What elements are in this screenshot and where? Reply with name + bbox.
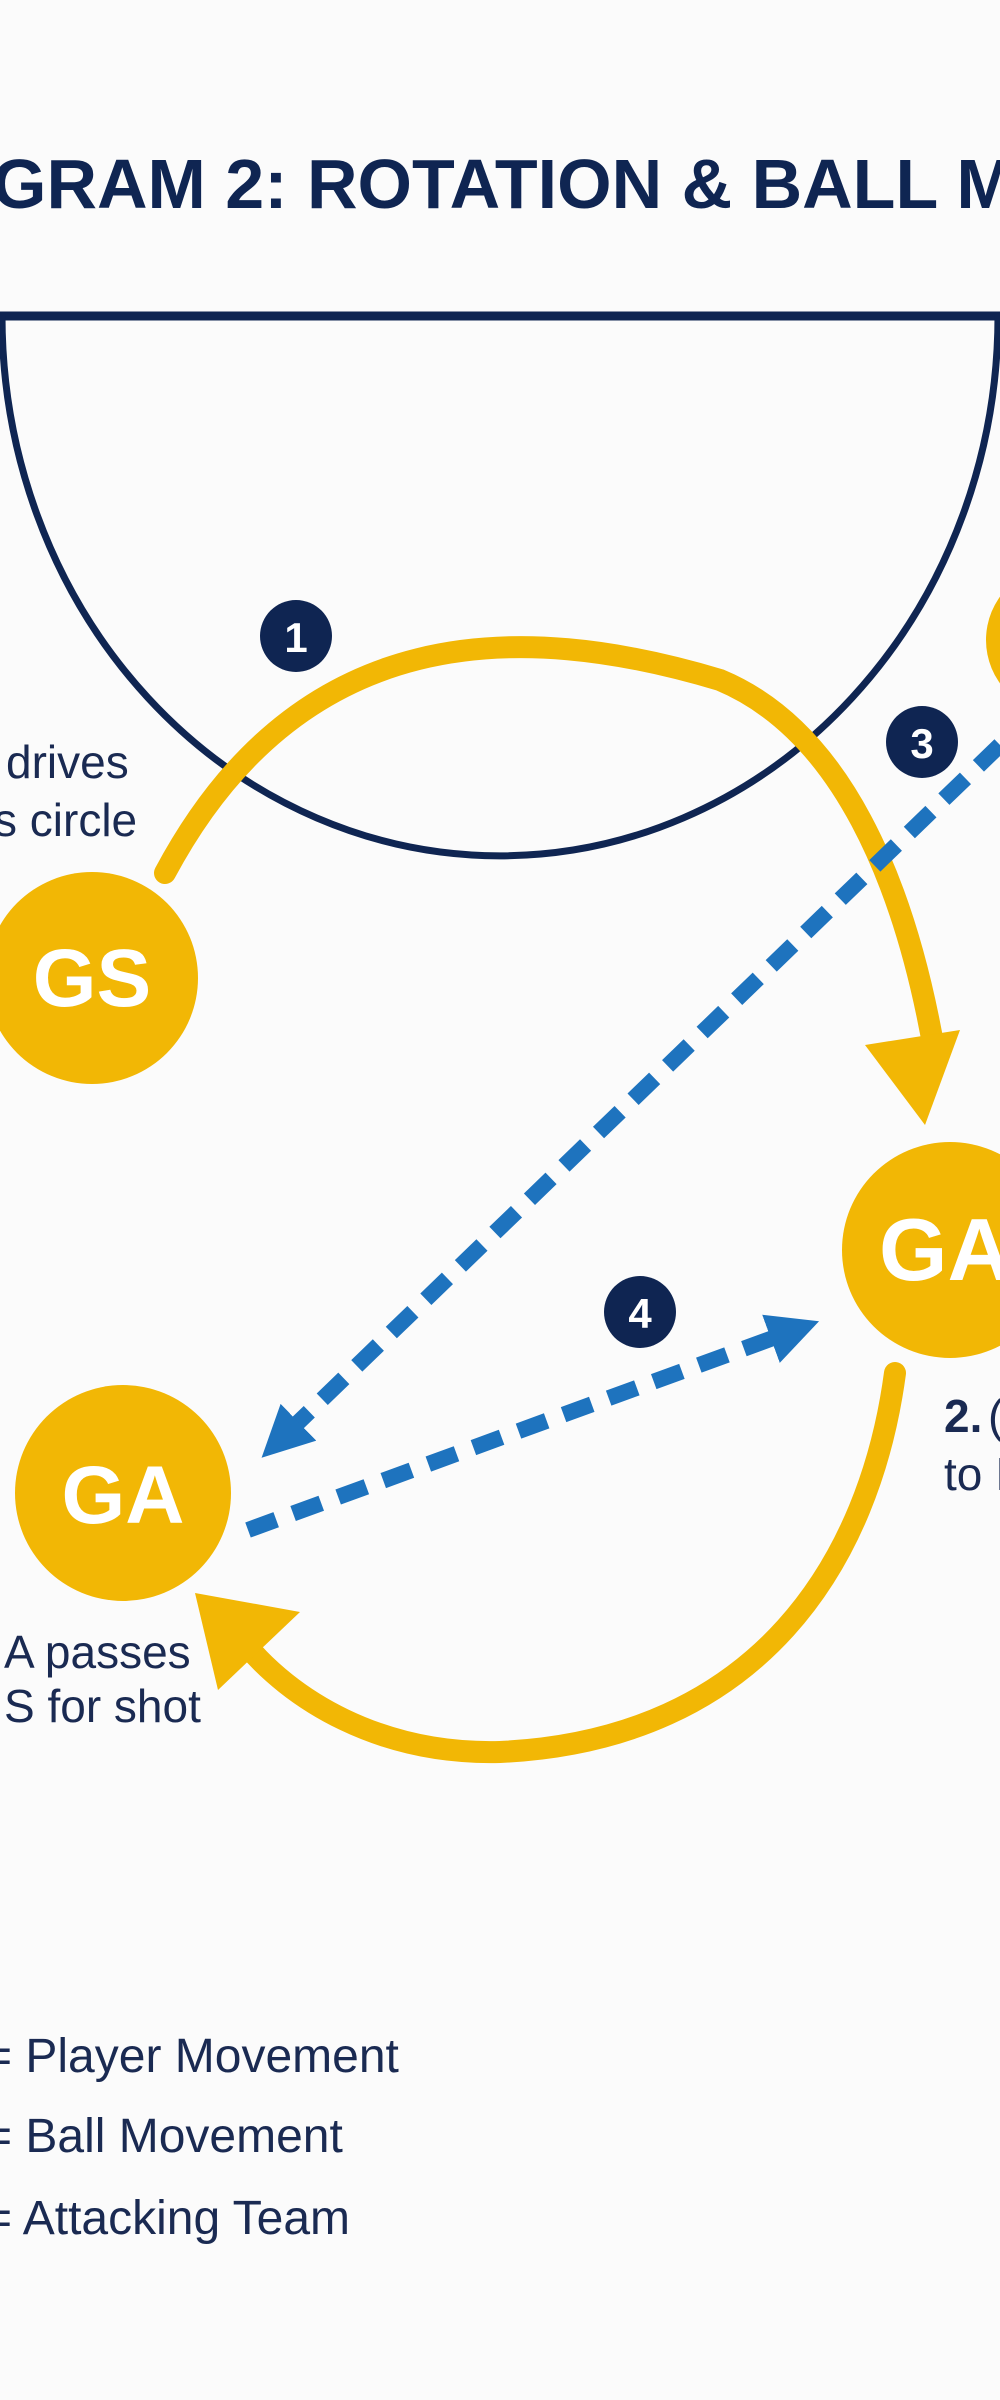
step-badge-4: 4 (604, 1276, 676, 1348)
player-gs: GS (0, 872, 198, 1084)
step-badge-1-circle (260, 600, 332, 672)
note-right-line1-rest: ( (988, 1390, 1000, 1442)
note-right-line2: to I (944, 1448, 1000, 1500)
ball-movement-pass-4 (245, 1314, 820, 1538)
player-ga-bottom-label: GA (62, 1450, 185, 1541)
legend-attacking-team: = Attacking Team (0, 2192, 350, 2245)
player-gs-label: GS (33, 933, 151, 1024)
step-badge-4-number: 4 (628, 1290, 652, 1337)
step-badge-3-number: 3 (910, 720, 933, 767)
diagram-title: GRAM 2: ROTATION & BALL MOVEM (0, 145, 1000, 223)
player-ga-right-circle (842, 1142, 1000, 1358)
legend: = Player Movement = Ball Movement = Atta… (0, 2030, 399, 2245)
note-drives-line1: drives (6, 736, 129, 788)
player-ga-right-label: GA (879, 1200, 1000, 1299)
player-ga-bottom-circle (15, 1385, 231, 1601)
step-badge-4-circle (604, 1276, 676, 1348)
player-movement-arrowhead-1 (865, 1030, 960, 1125)
legend-ball-movement: = Ball Movement (0, 2110, 343, 2163)
step-badge-1: 1 (260, 600, 332, 672)
ball-movement-pass-3 (261, 739, 1000, 1458)
note-passes-line1: A passes (4, 1626, 191, 1678)
player-gs-circle (0, 872, 198, 1084)
shooting-circle-arc (0, 315, 1000, 860)
step-badge-3-circle (886, 706, 958, 778)
player-movement-arrowhead-2 (195, 1593, 300, 1690)
player-ga-right: GA (842, 1142, 1000, 1358)
player-ga-bottom: GA (15, 1385, 231, 1601)
step-badge-3: 3 (886, 706, 958, 778)
player-movement-path-ga (231, 1362, 906, 1764)
step-badge-1-number: 1 (284, 614, 307, 661)
legend-player-movement: = Player Movement (0, 2030, 399, 2083)
note-passes-line2: S for shot (4, 1680, 201, 1732)
note-drives-line2: s circle (0, 794, 137, 846)
player-movement-path-gs (154, 636, 946, 1066)
player-partial-top-right (986, 596, 1000, 684)
note-right-line1-bold: 2. (944, 1390, 982, 1442)
